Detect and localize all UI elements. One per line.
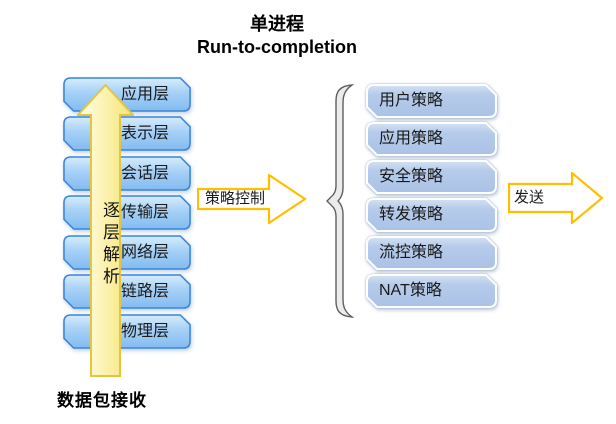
policy-label: 安全策略 <box>379 168 444 185</box>
policy-label: 用户策略 <box>379 92 444 109</box>
packet-receive-caption: 数据包接收 <box>57 391 147 410</box>
send-arrow-icon <box>508 172 604 224</box>
policy-box-user: 用户策略 <box>366 84 497 118</box>
policy-label: 流控策略 <box>379 244 444 261</box>
title-line-en: Run-to-completion <box>197 37 357 57</box>
up-arrow-label: 逐层解析 <box>100 201 119 289</box>
policy-control-arrow-icon <box>197 174 307 224</box>
snip-corner-box-shape <box>366 274 497 308</box>
diagram-title: 单进程 Run-to-completion <box>127 13 427 59</box>
policy-box-security: 安全策略 <box>366 160 497 194</box>
snip-corner-box-shape <box>366 198 497 232</box>
snip-corner-box-shape <box>366 236 497 270</box>
send-arrow-label: 发送 <box>514 189 545 206</box>
snip-corner-box-shape <box>366 160 497 194</box>
policy-box-application: 应用策略 <box>366 122 497 156</box>
osi-layer-label: 物理层 <box>120 323 169 340</box>
up-arrow-icon <box>77 84 134 377</box>
snip-corner-box-shape <box>366 122 497 156</box>
osi-layer-label: 传输层 <box>120 204 169 221</box>
policy-control-arrow-label: 策略控制 <box>204 190 265 207</box>
policy-box-nat: NAT策略 <box>366 274 497 308</box>
policy-label: 转发策略 <box>379 206 444 223</box>
osi-layer-label: 链路层 <box>120 283 169 300</box>
osi-layer-label: 会话层 <box>120 165 169 182</box>
osi-layer-label: 应用层 <box>120 86 169 103</box>
policy-box-forwarding: 转发策略 <box>366 198 497 232</box>
snip-corner-box-shape <box>366 84 497 118</box>
policy-label: 应用策略 <box>379 130 444 147</box>
osi-layer-label: 表示层 <box>120 125 169 142</box>
title-line-cn: 单进程 <box>250 14 304 34</box>
policy-label: NAT策略 <box>379 282 442 299</box>
osi-layer-label: 网络层 <box>120 244 169 261</box>
left-brace-icon <box>326 84 354 318</box>
policy-box-flow-control: 流控策略 <box>366 236 497 270</box>
